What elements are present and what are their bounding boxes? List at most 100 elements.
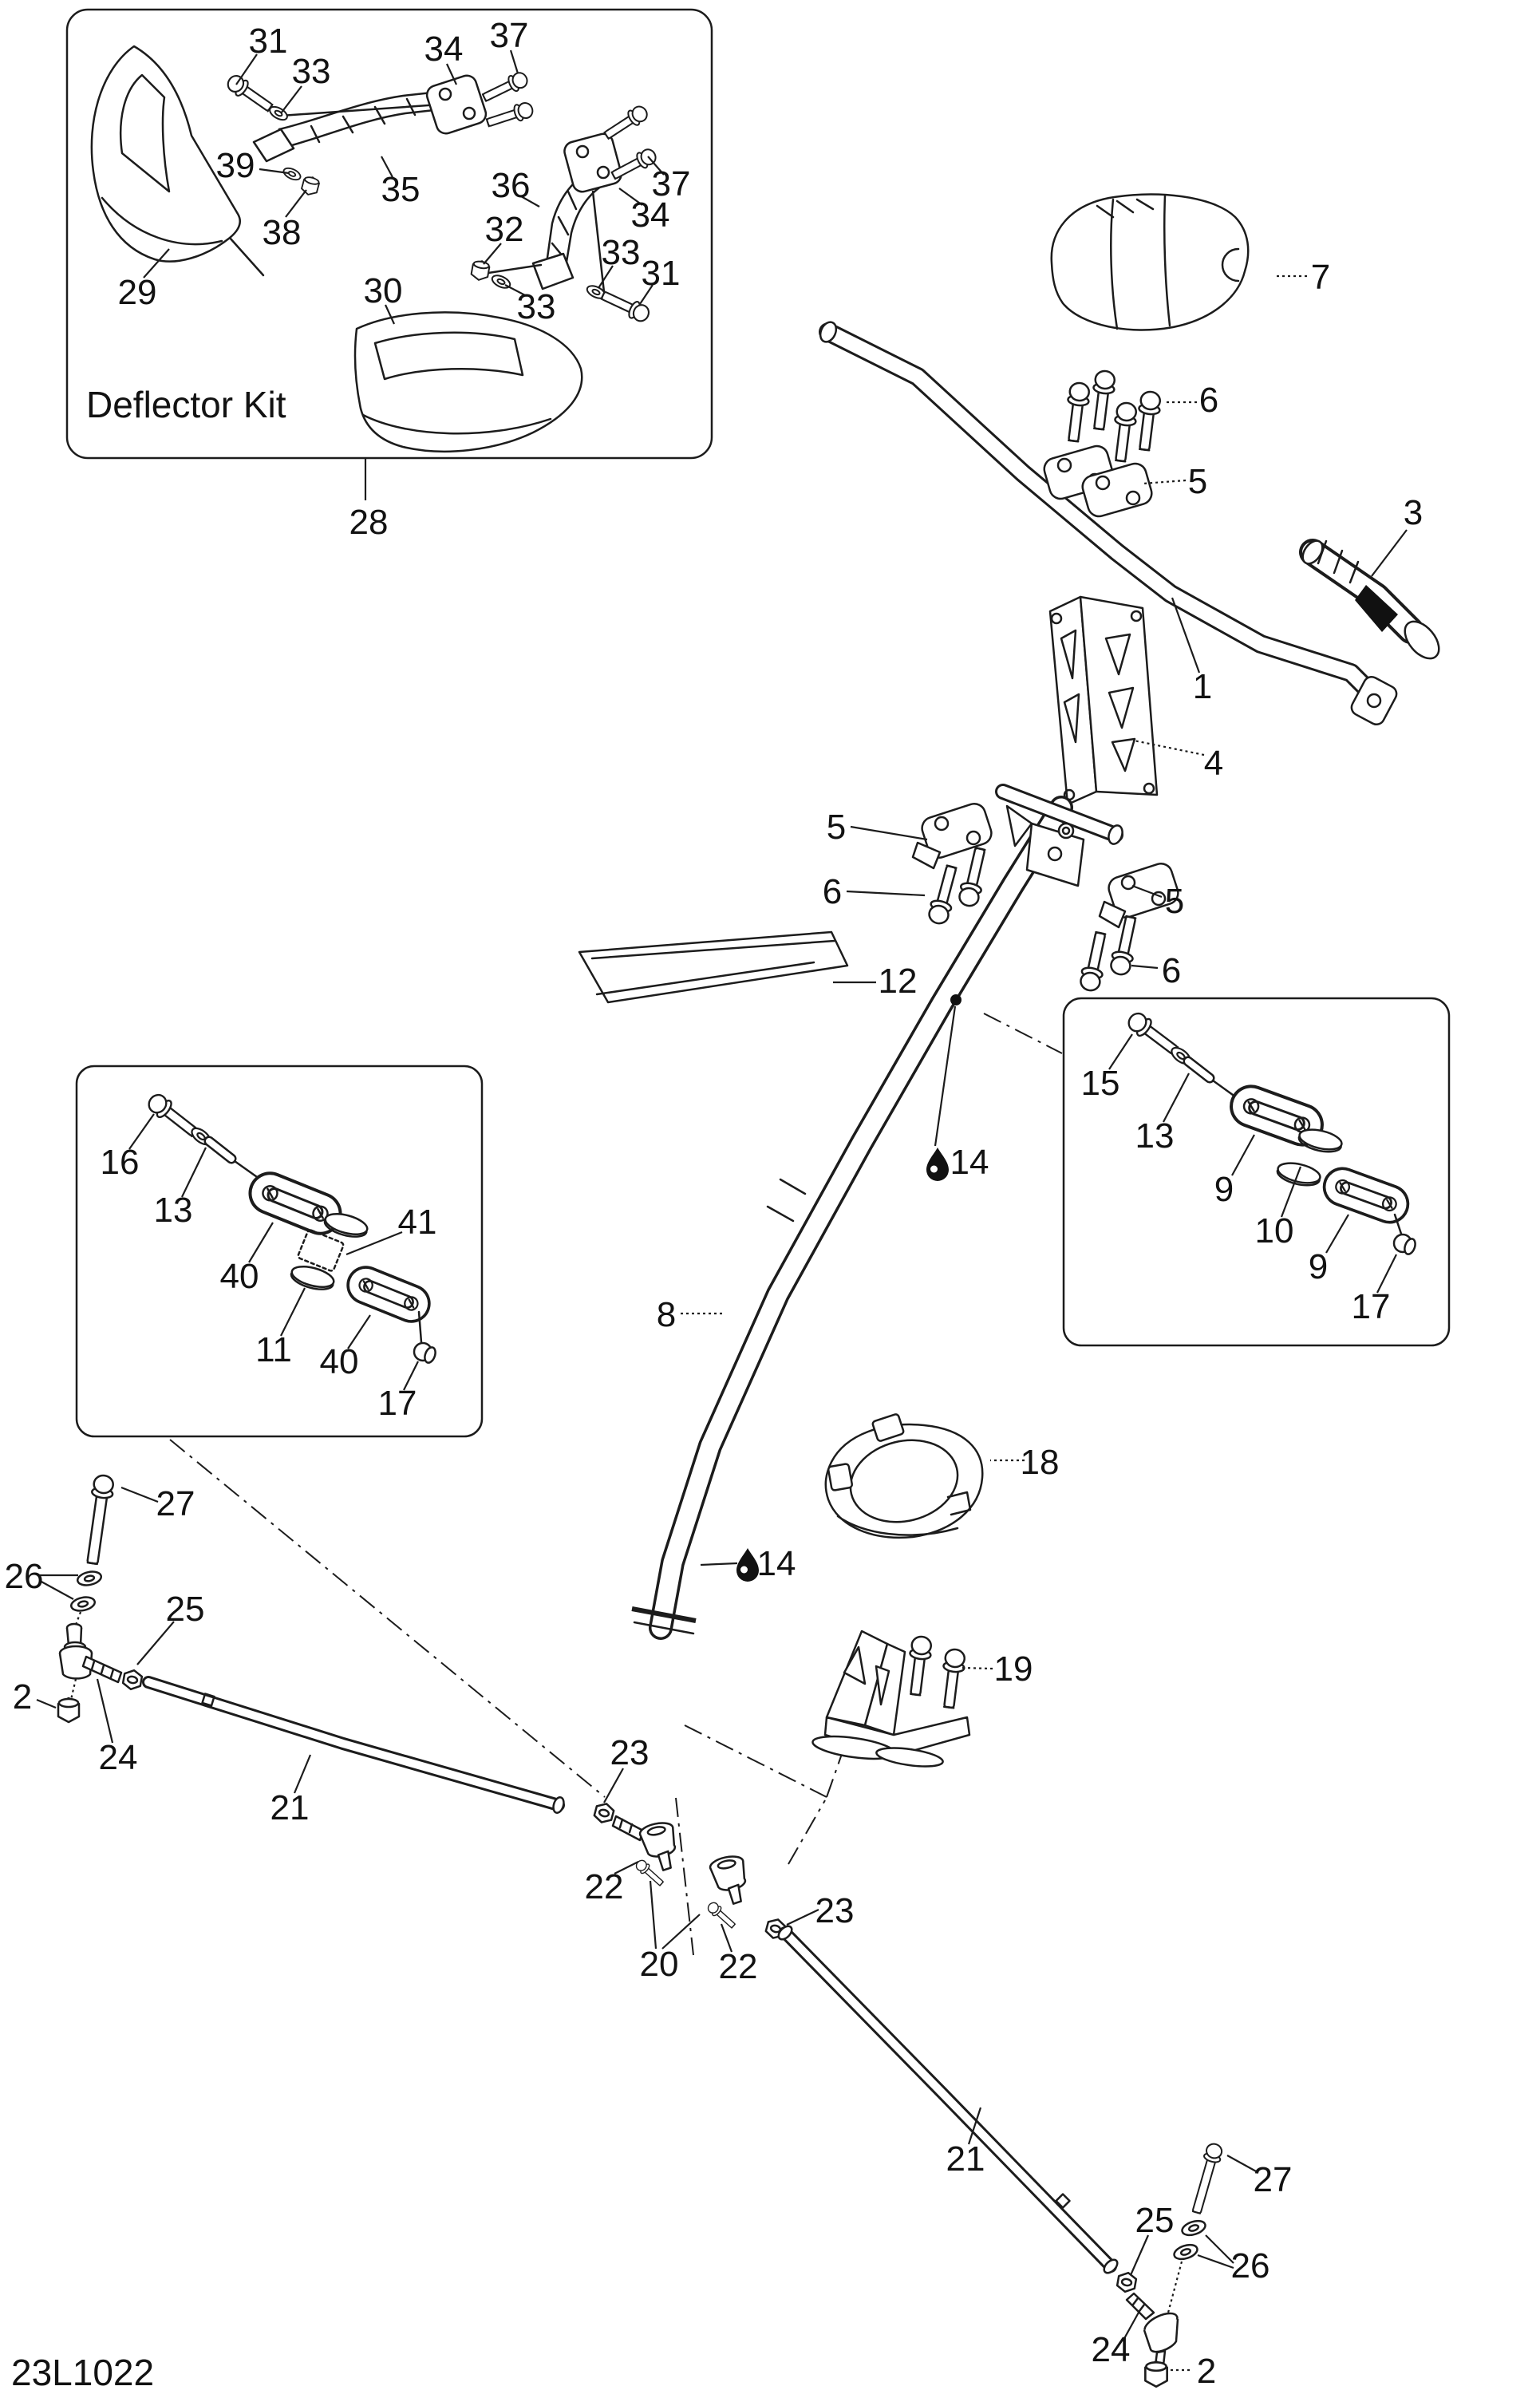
callout-13-34: 13: [153, 1191, 193, 1230]
tie-rod-right: [777, 1925, 1119, 2274]
callout-13-41: 13: [1135, 1116, 1175, 1156]
callout-39-4: 39: [215, 146, 255, 185]
callout-38-5: 38: [262, 213, 302, 252]
callout-37-13: 37: [651, 164, 691, 203]
handlebar-pad: [1050, 193, 1250, 331]
callout-11-37: 11: [255, 1330, 292, 1369]
callout-23-52: 23: [610, 1733, 650, 1772]
callout-10-43: 10: [1254, 1211, 1294, 1250]
column-clamp-bracket: [1005, 804, 1085, 887]
callout-5-19: 5: [1187, 462, 1208, 501]
callout-21-51: 21: [270, 1788, 310, 1827]
callout-33-10: 33: [601, 233, 641, 272]
callout-22-53: 22: [584, 1867, 624, 1906]
callout-24-61: 24: [1091, 2330, 1131, 2369]
callout-34-2: 34: [424, 30, 464, 69]
callout-6-24: 6: [822, 872, 843, 911]
steering-column: [631, 796, 1073, 1640]
callout-9-44: 9: [1308, 1247, 1329, 1286]
link-chain-right: [1123, 1008, 1417, 1255]
guard-washer-nut-upper: [281, 164, 322, 198]
steering-bracket: [811, 1630, 971, 1768]
callout-24-50: 24: [98, 1738, 138, 1777]
link-chain-left: [144, 1089, 437, 1364]
handlebar: [819, 321, 1398, 726]
callout-12-27: 12: [878, 962, 918, 1001]
deflector-kit-title: Deflector Kit: [86, 384, 286, 425]
callout-14-30: 14: [756, 1544, 796, 1583]
tie-rod-end-left: [58, 1622, 123, 1704]
callout-21-57: 21: [946, 2139, 985, 2179]
column-boot-plate: [824, 1413, 984, 1539]
steering-link-box-left: [75, 1065, 484, 1438]
callout-16-33: 16: [100, 1143, 140, 1182]
pivot-bolt-left: [69, 1473, 116, 1626]
callout-15-40: 15: [1080, 1064, 1120, 1103]
callout-26-60: 26: [1230, 2246, 1270, 2285]
guard-clamp-upper: [425, 74, 488, 135]
callout-40-38: 40: [319, 1342, 359, 1381]
deflector-kit-box: [65, 8, 713, 500]
riser-bolts-top: [1062, 369, 1163, 464]
callout-5-23: 5: [826, 808, 847, 847]
callout-30-15: 30: [363, 271, 403, 310]
steering-link-box-right: [1062, 997, 1451, 1347]
callout-14-28: 14: [950, 1143, 989, 1182]
callout-27-58: 27: [1253, 2160, 1293, 2199]
callout-18-31: 18: [1020, 1443, 1060, 1482]
callout-20-54: 20: [639, 1945, 679, 1984]
bracket-bolts: [904, 1634, 968, 1710]
grease-drop-icon: [926, 1148, 949, 1181]
callout-3-20: 3: [1403, 493, 1424, 532]
callout-17-45: 17: [1351, 1287, 1391, 1326]
callout-17-39: 17: [377, 1384, 417, 1423]
callout-36-7: 36: [491, 166, 531, 205]
callout-29-14: 29: [117, 273, 157, 312]
callout-5-25: 5: [1164, 882, 1185, 921]
handlebar-grip: [1299, 539, 1440, 660]
callout-9-42: 9: [1214, 1170, 1234, 1209]
callout-4-22: 4: [1203, 744, 1224, 783]
guard-clamp-lower: [563, 132, 622, 193]
tie-rod-left: [142, 1676, 565, 1814]
callout-7-17: 7: [1310, 258, 1331, 297]
grease-point-upper: [934, 994, 962, 1147]
hand-guard-arm-upper: [252, 89, 452, 163]
leader-lines: [36, 49, 1408, 2372]
callout-31-0: 31: [248, 22, 288, 61]
tie-rod-end-right: [1125, 2292, 1179, 2367]
callout-27-46: 27: [156, 1484, 195, 1523]
deflector-left: [90, 45, 265, 277]
deflector-right: [353, 311, 583, 452]
callout-25-48: 25: [165, 1590, 205, 1629]
callout-25-59: 25: [1135, 2201, 1175, 2240]
callout-22-55: 22: [718, 1947, 758, 1986]
callout-31-11: 31: [641, 254, 681, 293]
callout-2-49: 2: [12, 1677, 33, 1716]
callout-40-36: 40: [219, 1257, 259, 1296]
callout-37-3: 37: [489, 16, 529, 55]
callout-33-1: 33: [291, 52, 331, 91]
tie-rod-coupler: [592, 1800, 788, 1942]
pivot-bolt-right: [1167, 2141, 1225, 2313]
guard-clamp-bolts-upper: [480, 69, 536, 132]
callout-28-16: 28: [349, 503, 389, 542]
column-cross-tube: [995, 784, 1123, 845]
callout-6-18: 6: [1198, 381, 1219, 420]
callout-8-29: 8: [656, 1295, 677, 1334]
callout-6-26: 6: [1161, 951, 1182, 990]
callout-26-47: 26: [4, 1557, 44, 1596]
callout-32-8: 32: [484, 210, 524, 249]
callout-1-21: 1: [1192, 667, 1213, 706]
guard-mount-bolt-upper: [223, 71, 290, 124]
column-clamps-mid: [911, 802, 1179, 929]
callout-35-6: 35: [381, 170, 421, 209]
support-plate: [578, 930, 849, 1004]
figure-code: 23L1022: [11, 2352, 155, 2393]
callout-34-12: 34: [630, 196, 670, 235]
riser-block: [1048, 595, 1159, 806]
callout-33-9: 33: [516, 287, 556, 326]
callout-2-62: 2: [1196, 2352, 1217, 2391]
